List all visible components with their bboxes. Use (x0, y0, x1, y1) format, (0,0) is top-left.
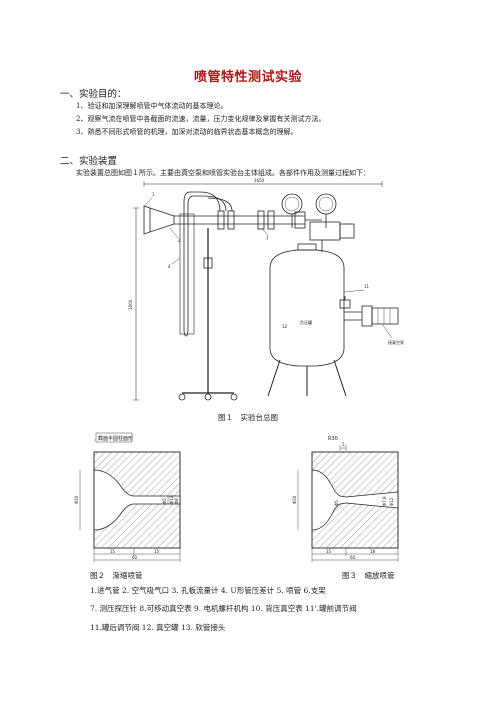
fig3-dim-phi30: Φ30 (292, 495, 297, 504)
fig3-dim-60: 60 (350, 555, 356, 560)
fig1-dim-height: 1600 (128, 299, 133, 310)
fig2-dim-phi8: Φ8 (174, 498, 179, 504)
fig2-dim-60: 60 (132, 555, 138, 560)
fig1-label-12: 12 (282, 324, 288, 329)
fig2-dim-phi30: Φ30 (74, 495, 79, 504)
legend-line-1: 1.进气管 2. 空气吸气口 3. 孔板流量计 4. U形管压差计 5. 喷管 … (90, 586, 326, 595)
fig3-dim-5: 5 (342, 442, 345, 447)
fig1-label-7: 7 (266, 236, 269, 241)
fig2-dim-phi5: Φ5 (162, 498, 167, 504)
fig1-exit-label: 接真空泵 (388, 339, 404, 345)
fig2-dim-15: 15 (154, 549, 160, 554)
figure1-apparatus-diagram: 1650 1600 1 2 4 7 11 12 负压罐 接真空泵 (128, 178, 404, 401)
figure2-caption: 图２ 渐缩喷管 (90, 571, 143, 580)
page-title: 喷管特性测试实验 (193, 70, 302, 85)
fig2-dim-phi12: Φ12 (169, 495, 174, 504)
section-heading-objectives: 一、实验目的： (60, 89, 127, 100)
fig3-dim-18: 18 (370, 549, 376, 554)
fig1-label-1: 1 (152, 192, 155, 197)
fig1-label-4: 4 (168, 264, 171, 269)
legend-line-2: 7. 测压探压针 8.可移动真空表 9. 电机螺杆机构 10. 背压真空表 11… (90, 604, 357, 613)
fig1-label-2: 2 (178, 238, 181, 243)
fig3-tag: R30 (328, 436, 338, 442)
fig3-dim-phi78: Φ7.8 (382, 496, 387, 506)
figure1-caption: 图１ 实验台总图 (218, 413, 278, 422)
apparatus-intro: 实验装置总图如图１所示。主要由真空泵和喷管实验台主体组成。各部件作用及测量过程如… (76, 169, 370, 177)
fig1-label-11: 11 (364, 284, 370, 289)
fig2-tag: 截面半圆柱面形 (98, 435, 133, 442)
fig2-dim-35: 35 (110, 549, 116, 554)
figure2-convergent-nozzle: 截面半圆柱面形 Φ30 Φ5 Φ12 Φ8 35 15 60 (74, 432, 181, 562)
figure3-convergent-divergent-nozzle: R30 Φ30 Φ5 Φ7.8 Φ12 5 35 18 60 (292, 436, 399, 562)
fig1-dim-width: 1650 (254, 178, 265, 183)
fig3-dim-phi12: Φ12 (389, 497, 394, 506)
fig1-tank-label: 负压罐 (300, 319, 312, 325)
figure3-caption: 图３ 缩放喷管 (342, 571, 395, 580)
fig3-dim-phi5: Φ5 (334, 500, 339, 506)
objective-item-2: 2、观察气流在喷管中各截面的流速，流量，压力变化规律及掌握有关测试方法。 (76, 115, 326, 123)
objective-item-1: 1、验证和加深理解喷管中气体流动的基本理论。 (76, 102, 228, 110)
legend-line-3: 11.罐后调节阀 12. 真空罐 13. 软管接头 (90, 623, 226, 632)
objective-item-3: 3、熟悉不同形式喷管的机理，加深对流动的临界状态基本概念的理解。 (76, 128, 298, 136)
section-heading-apparatus: 二、实验装置 (60, 156, 118, 167)
fig3-dim-35: 35 (326, 549, 332, 554)
